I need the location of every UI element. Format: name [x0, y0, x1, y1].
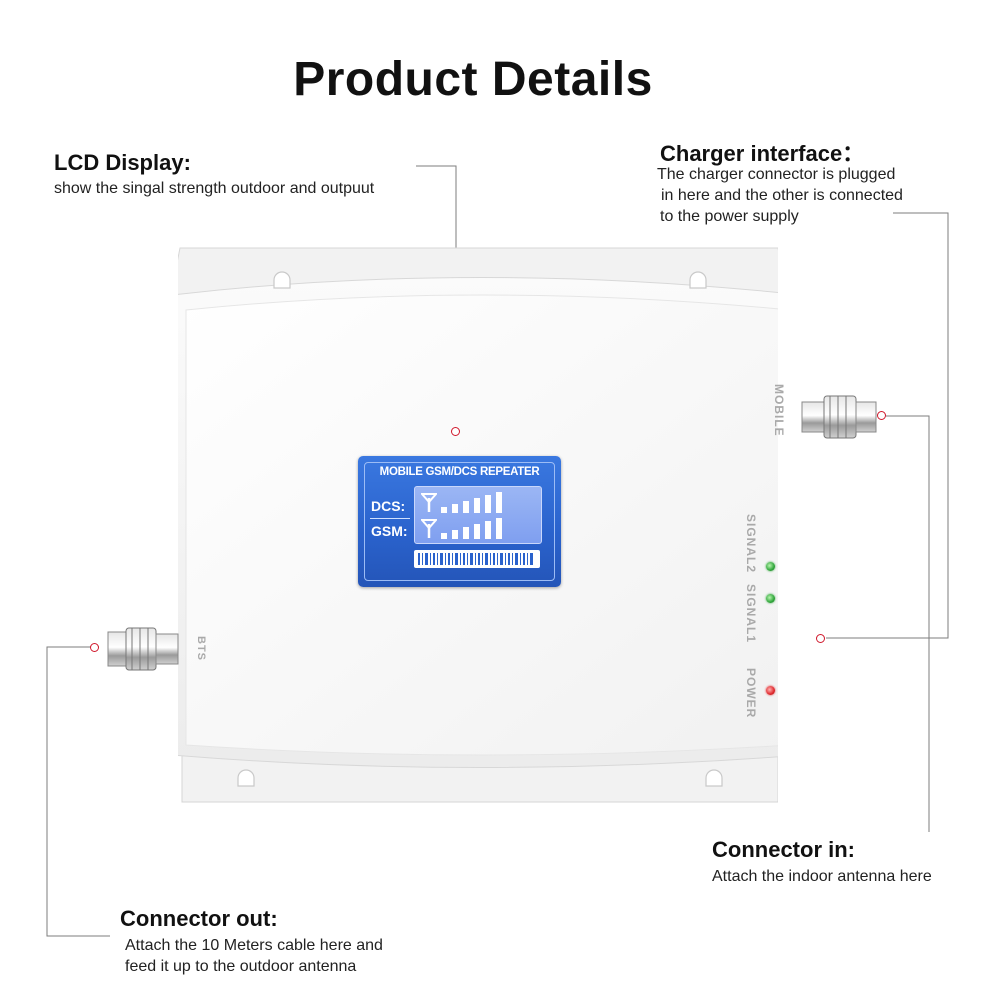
charger-callout-heading: Charger interface： — [660, 141, 865, 166]
connector-out-callout-desc: Attach the 10 Meters cable here and feed… — [125, 937, 383, 975]
power-label: POWER — [744, 668, 758, 719]
lcd-callout-desc: show the singal strength outdoor and out… — [54, 180, 375, 197]
bts-connector — [107, 627, 179, 671]
charger-leader-line — [826, 212, 949, 639]
connector-in-leader-line — [886, 415, 930, 832]
signal2-label: SIGNAL2 — [744, 514, 758, 574]
antenna-icon — [421, 519, 437, 538]
charger-callout-desc: The charger connector is plugged in here… — [657, 166, 903, 225]
lcd-inner-frame — [364, 462, 555, 581]
signal1-label: SIGNAL1 — [744, 584, 758, 644]
connector-out-callout-dot — [90, 643, 99, 652]
dcs-signal-bars — [421, 491, 535, 513]
lcd-display: MOBILE GSM/DCS REPEATER DCS: GSM: — [358, 456, 561, 587]
connector-out-callout-heading: Connector out: — [120, 906, 278, 931]
mobile-port-label: MOBILE — [772, 384, 786, 437]
connector-in-callout-heading: Connector in: — [712, 837, 855, 862]
level-ticks — [418, 553, 533, 565]
signal1-led — [766, 594, 775, 603]
power-led — [766, 686, 775, 695]
page-title: Product Details — [293, 53, 653, 106]
antenna-icon — [421, 493, 437, 512]
connector-in-callout-dot — [877, 411, 886, 420]
connector-out-leader-line — [46, 646, 110, 937]
lcd-signal-screen — [414, 486, 542, 544]
lcd-callout-heading: LCD Display: — [54, 150, 191, 175]
mobile-connector — [801, 395, 877, 439]
signal2-led — [766, 562, 775, 571]
lcd-row-divider — [370, 518, 410, 519]
connector-in-callout-desc: Attach the indoor antenna here — [712, 868, 932, 885]
gsm-signal-bars — [421, 517, 535, 539]
lcd-callout-dot — [451, 427, 460, 436]
bts-port-label: BTS — [195, 636, 207, 661]
lcd-title: MOBILE GSM/DCS REPEATER — [379, 466, 540, 478]
lcd-level-strip — [414, 550, 540, 568]
lcd-dcs-label: DCS: — [371, 498, 406, 514]
lcd-gsm-label: GSM: — [371, 523, 408, 539]
charger-callout-dot — [816, 634, 825, 643]
